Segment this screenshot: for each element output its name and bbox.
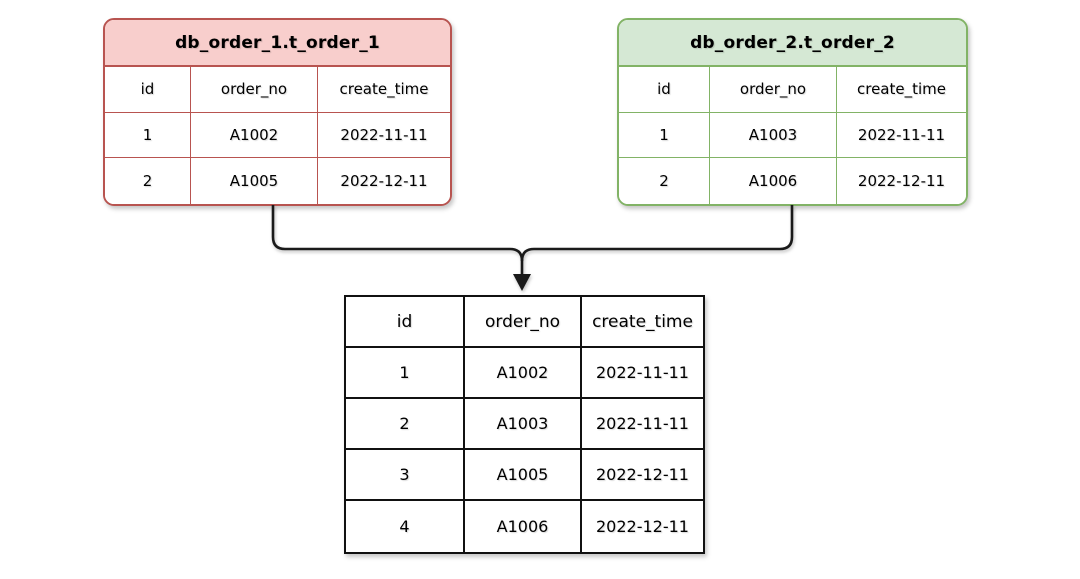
connector-line-left bbox=[271, 205, 524, 276]
connector-line-right bbox=[520, 205, 794, 262]
column-header: create_time bbox=[318, 67, 450, 113]
table-grid: id order_no create_time 1 A1002 2022-11-… bbox=[105, 67, 450, 204]
table-title: db_order_2.t_order_2 bbox=[619, 20, 966, 67]
merged-table: id order_no create_time 1 A1002 2022-11-… bbox=[344, 295, 705, 554]
column-header: id bbox=[105, 67, 191, 113]
column-header: create_time bbox=[837, 67, 966, 113]
table-cell: 2022-12-11 bbox=[582, 501, 703, 552]
column-header: id bbox=[346, 297, 465, 348]
table-cell: A1006 bbox=[465, 501, 582, 552]
table-cell: A1002 bbox=[191, 112, 318, 159]
table-cell: 2022-11-11 bbox=[582, 348, 703, 399]
table-cell: 2022-11-11 bbox=[837, 112, 966, 159]
table-cell: 1 bbox=[105, 112, 191, 159]
table-cell: A1003 bbox=[710, 112, 837, 159]
table-grid: id order_no create_time 1 A1002 2022-11-… bbox=[346, 297, 703, 552]
table-cell: 2022-11-11 bbox=[318, 112, 450, 159]
table-cell: 2 bbox=[619, 158, 710, 204]
source-table-1: db_order_1.t_order_1 id order_no create_… bbox=[103, 18, 452, 206]
table-cell: 2022-11-11 bbox=[582, 399, 703, 450]
table-cell: 2022-12-11 bbox=[582, 450, 703, 501]
column-header: id bbox=[619, 67, 710, 113]
column-header: create_time bbox=[582, 297, 703, 348]
table-cell: A1005 bbox=[465, 450, 582, 501]
table-cell: 1 bbox=[346, 348, 465, 399]
column-header: order_no bbox=[465, 297, 582, 348]
column-header: order_no bbox=[191, 67, 318, 113]
source-table-2: db_order_2.t_order_2 id order_no create_… bbox=[617, 18, 968, 206]
table-cell: 2022-12-11 bbox=[318, 158, 450, 204]
table-cell: 2 bbox=[105, 158, 191, 204]
table-cell: A1005 bbox=[191, 158, 318, 204]
table-cell: A1002 bbox=[465, 348, 582, 399]
table-cell: A1006 bbox=[710, 158, 837, 204]
table-cell: 2022-12-11 bbox=[837, 158, 966, 204]
column-header: order_no bbox=[710, 67, 837, 113]
table-cell: 1 bbox=[619, 112, 710, 159]
table-cell: 2 bbox=[346, 399, 465, 450]
table-cell: A1003 bbox=[465, 399, 582, 450]
table-cell: 4 bbox=[346, 501, 465, 552]
table-grid: id order_no create_time 1 A1003 2022-11-… bbox=[619, 67, 966, 204]
arrow-down-icon bbox=[513, 274, 531, 291]
table-cell: 3 bbox=[346, 450, 465, 501]
table-title: db_order_1.t_order_1 bbox=[105, 20, 450, 67]
